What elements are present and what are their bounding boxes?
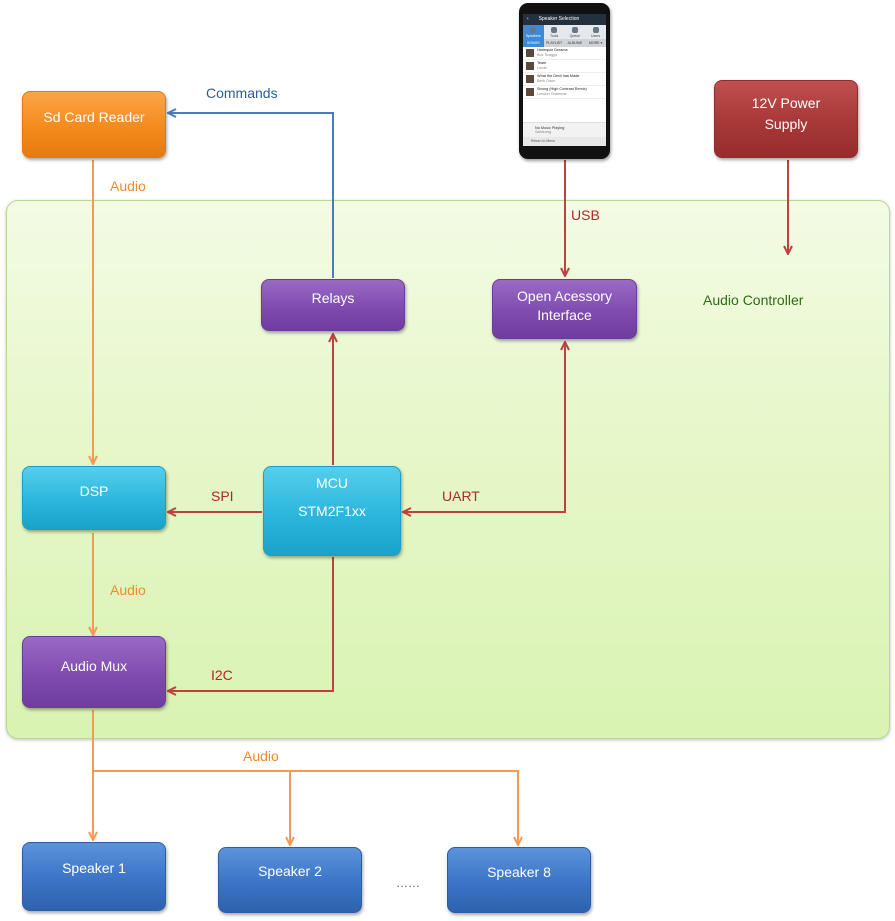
return-to-menu: Return to Menu: [523, 137, 606, 146]
speaker-2-label: Speaker 2: [258, 863, 322, 879]
song-item: Strong (High Contrast Remix)London Gramm…: [523, 86, 606, 99]
album-thumb: [526, 49, 534, 57]
commands-label: Commands: [206, 85, 278, 101]
relays-box: Relays: [261, 279, 405, 331]
song-title: Strong (High Contrast Remix): [537, 87, 587, 91]
phone-icon-row: Speakers Tools Queue Users: [523, 25, 606, 39]
sd-card-reader-box: Sd Card Reader: [22, 91, 166, 158]
wire-mcu-to-mux: [168, 557, 334, 691]
phone-screen: ‹ Speaker Selection Speakers Tools Queue…: [523, 14, 606, 146]
wire-relays-to-sd: [168, 113, 334, 278]
song-artist: Lorde: [537, 66, 547, 70]
power-supply-line1: 12V Power: [751, 95, 821, 111]
sd-card-reader-label: Sd Card Reader: [43, 109, 145, 125]
mcu-line2: STM2F1xx: [298, 503, 366, 519]
audio-controller-label: Audio Controller: [703, 292, 804, 308]
wire-bus-to-speaker2: [93, 770, 290, 845]
song-artist: Boz Scaggs: [537, 53, 558, 57]
ellipsis-label: ……: [396, 876, 420, 890]
audio-mux-box: Audio Mux: [22, 636, 166, 708]
users-icon: Users: [585, 25, 606, 39]
power-supply-box: 12V Power Supply: [714, 80, 858, 158]
tab-playlist: PLAYLIST: [546, 41, 563, 45]
dsp-box: DSP: [22, 466, 166, 530]
tab-more: MORE ▾: [589, 41, 603, 45]
speaker-1-label: Speaker 1: [62, 860, 126, 876]
speaker-2-box: Speaker 2: [218, 847, 362, 913]
relays-label: Relays: [311, 290, 355, 306]
mcu-box: MCU STM2F1xx: [263, 466, 401, 556]
tab-albums: ALBUMS: [567, 41, 583, 45]
uart-label: UART: [442, 488, 480, 504]
oai-line2: Interface: [537, 307, 592, 323]
spi-label: SPI: [211, 488, 234, 504]
album-thumb: [526, 75, 534, 83]
now-playing-bar: No Music Playing Samsung: [523, 122, 606, 137]
mcu-line1: MCU: [316, 475, 348, 491]
song-title: Team: [537, 61, 547, 65]
i2c-label: I2C: [211, 667, 233, 683]
speaker-8-label: Speaker 8: [487, 864, 551, 880]
oai-line1: Open Acessory: [517, 288, 612, 304]
back-icon: ‹: [527, 16, 529, 22]
phone-title-bar: ‹ Speaker Selection: [523, 14, 606, 25]
song-artist: London Grammar: [537, 92, 567, 96]
song-title: Harlequin Dreams: [537, 48, 568, 52]
wire-oai-mcu-uart: [403, 343, 566, 512]
audio-sd-label: Audio: [110, 178, 146, 194]
audio-dsp-label: Audio: [110, 582, 146, 598]
speaker-1-box: Speaker 1: [22, 842, 166, 911]
song-artist: Beth Orton: [537, 79, 556, 83]
audio-out-label: Audio: [243, 748, 279, 764]
album-thumb: [526, 88, 534, 96]
speakers-icon: Speakers: [523, 25, 544, 39]
now-playing-sub: Samsung: [535, 130, 552, 134]
phone-title: Speaker Selection: [538, 16, 580, 22]
usb-label: USB: [571, 207, 600, 223]
song-title: What the Devil has Made: [537, 74, 580, 78]
audio-mux-label: Audio Mux: [60, 658, 128, 674]
tools-icon: Tools: [544, 25, 565, 39]
smartphone: ‹ Speaker Selection Speakers Tools Queue…: [519, 3, 610, 159]
now-playing-title: No Music Playing: [535, 126, 565, 130]
phone-tabs: SONGS PLAYLIST ALBUMS MORE ▾: [523, 39, 606, 47]
open-accessory-interface-box: Open Acessory Interface: [492, 279, 637, 339]
wire-bus-to-speaker8: [290, 770, 518, 845]
album-thumb: [526, 62, 534, 70]
tab-songs: SONGS: [523, 39, 544, 47]
power-supply-line2: Supply: [764, 116, 808, 132]
dsp-label: DSP: [79, 483, 109, 499]
speaker-8-box: Speaker 8: [447, 847, 591, 913]
queue-icon: Queue: [565, 25, 586, 39]
